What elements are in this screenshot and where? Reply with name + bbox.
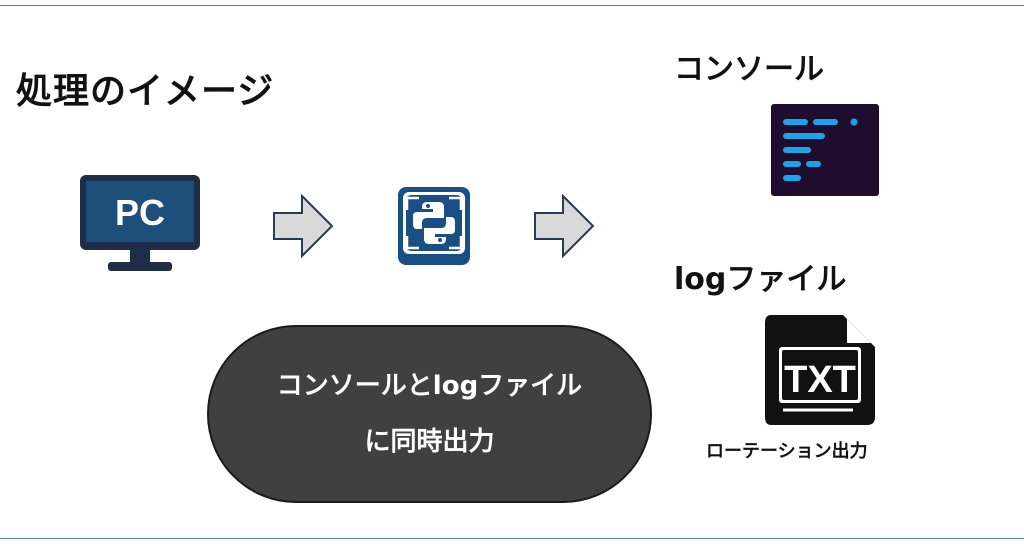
python-icon: [398, 187, 470, 265]
top-divider: [0, 5, 1024, 6]
arrow-right-icon: [273, 194, 334, 258]
console-label: コンソール: [674, 52, 824, 87]
logfile-caption: ローテーション出力: [706, 441, 868, 462]
process-line-2: に同時出力: [364, 427, 495, 457]
arrow-right-icon: [534, 194, 595, 258]
pc-label: PC: [115, 192, 165, 233]
monitor-icon: PC: [80, 175, 200, 271]
logfile-label: logファイル: [674, 262, 847, 297]
process-description: コンソールとlogファイル に同時出力: [207, 325, 652, 503]
txt-badge: TXT: [784, 359, 856, 401]
process-line-1: コンソールとlogファイル: [276, 371, 583, 401]
bottom-divider: [0, 538, 1024, 539]
page-title: 処理のイメージ: [16, 71, 275, 112]
terminal-icon: [771, 104, 879, 196]
txt-file-icon: TXT: [765, 315, 875, 425]
